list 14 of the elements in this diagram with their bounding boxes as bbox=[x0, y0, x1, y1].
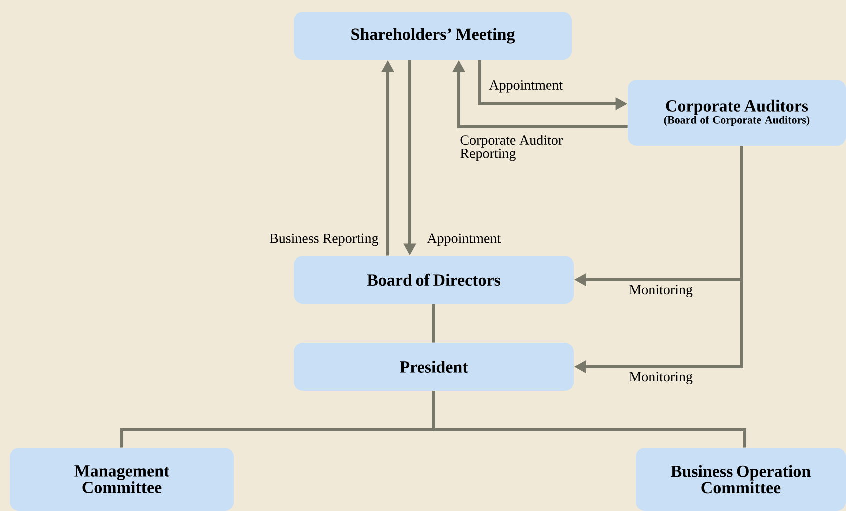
org-box: Business Operation Committee bbox=[636, 448, 846, 511]
org-box: President bbox=[294, 343, 574, 391]
edge-label: Monitoring bbox=[630, 285, 693, 298]
edge-label: Business Reporting bbox=[270, 234, 379, 246]
org-box: Corporate Auditors (Board of Corporate Auditors) bbox=[628, 80, 846, 146]
connector bbox=[432, 304, 436, 343]
edge-label: Corporate Auditor Reporting bbox=[460, 135, 563, 162]
org-box: Management Committee bbox=[10, 448, 234, 511]
org-box: Board of Directors bbox=[294, 256, 574, 304]
connector bbox=[432, 391, 746, 448]
edge-label: Monitoring bbox=[630, 372, 693, 384]
edge-label: Appointment bbox=[489, 80, 564, 93]
edge-label: Appointment bbox=[427, 234, 502, 246]
org-box: Shareholders’ Meeting bbox=[294, 12, 572, 60]
